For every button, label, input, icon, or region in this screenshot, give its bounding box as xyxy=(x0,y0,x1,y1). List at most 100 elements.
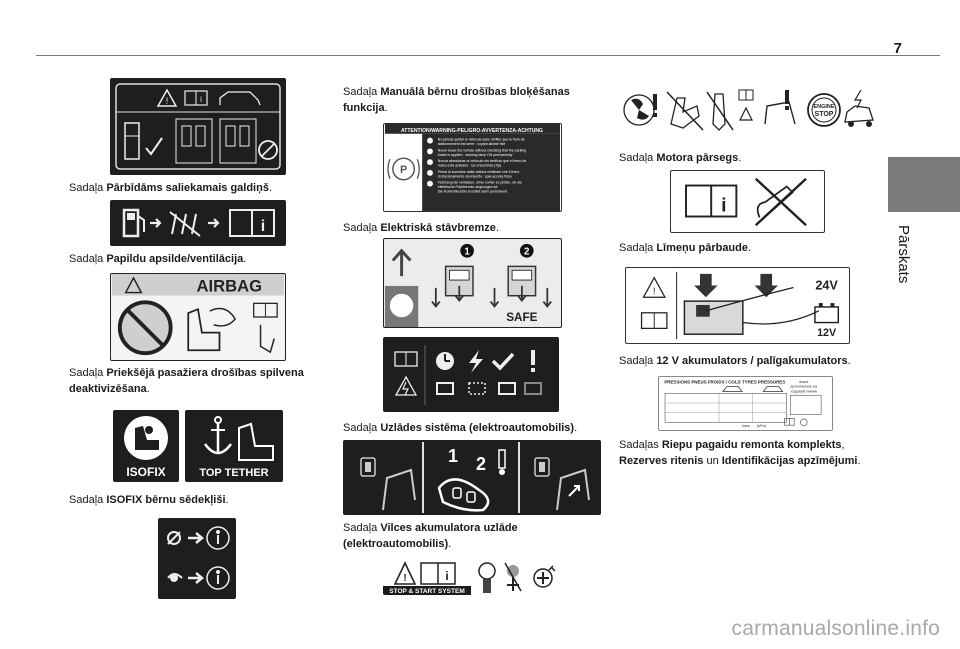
warning-triangle-icon xyxy=(393,561,417,585)
caption-traction-battery: Sadaļa Vilces akumulatora uzlāde (elektr… xyxy=(343,522,518,550)
warning-triangle-icon xyxy=(739,106,753,121)
v12-text: 12V xyxy=(817,327,837,339)
svg-text:di stazionamento sia inserito: di stazionamento sia inserito : spia acc… xyxy=(438,174,512,178)
stop-start-label: ! i STOP & START SYSTEM xyxy=(383,557,558,595)
svg-text:mano está activado : luz encen: mano está activado : luz encendida y fij… xyxy=(438,164,501,168)
unlock-icon xyxy=(360,457,376,477)
brake-switch-icon xyxy=(444,265,474,303)
signal-icon xyxy=(498,449,506,475)
child-lock-label xyxy=(158,518,236,599)
child-free-icon xyxy=(206,566,230,590)
charging-system-label xyxy=(383,337,559,412)
svg-text:ходовуй линия: ходовуй линия xyxy=(791,389,817,393)
prohibited-tie-icon xyxy=(706,91,734,131)
seat-airbag-icon xyxy=(187,307,221,352)
svg-text:avant: avant xyxy=(799,380,809,384)
svg-text:brake is applied : warning lam: brake is applied : warning lamp ON perma… xyxy=(438,153,513,157)
unlock-icon xyxy=(534,457,550,477)
svg-text:Never leave the vehicle withou: Never leave the vehicle without checking… xyxy=(438,148,526,152)
manual-book-icon: i xyxy=(685,184,738,218)
unlock-switch-icon xyxy=(167,573,183,582)
top-tether-label: TOP TETHER xyxy=(185,410,283,482)
v24-text: 24V xyxy=(815,278,838,292)
svg-text:!: ! xyxy=(403,573,406,584)
svg-text:ENGINE: ENGINE xyxy=(813,104,834,110)
prohibited-icon xyxy=(258,140,278,160)
lightning-icon xyxy=(469,350,483,373)
traction-battery-label: 1 2 xyxy=(343,440,601,515)
tyre-pressure-label: PRESSIONS PNEUS FROIDS / COLD TYRES PRES… xyxy=(658,376,833,431)
svg-text:Nunca abandonar el vehículo si: Nunca abandonar el vehículo sin verifica… xyxy=(438,159,527,163)
folding-table-label: ! i xyxy=(110,78,286,175)
manual-book-icon xyxy=(253,302,278,318)
tyre-icon xyxy=(800,418,808,426)
seat-icon xyxy=(124,122,140,160)
svg-text:i: i xyxy=(721,195,726,217)
parking-brake-icon: P xyxy=(387,157,420,181)
caption-isofix: Sadaļa ISOFIX bērnu sēdekļiši. xyxy=(69,494,229,506)
svg-text:stationnement est serré : voya: stationnement est serré : voyant allumé … xyxy=(438,142,506,146)
caption-airbag: Sadaļa Priekšējā pasažiera drošības spil… xyxy=(69,367,304,395)
fuel-pump-icon xyxy=(122,208,145,238)
svg-text:Prima di scendere dalla vettur: Prima di scendere dalla vettura verifica… xyxy=(438,170,520,174)
manual-book-icon xyxy=(394,351,418,367)
attention-header: ATTENTION/WARNING-PELIGRO-AVVERTENZA-ACH… xyxy=(401,128,543,134)
isofix-label: ISOFIX xyxy=(113,410,179,482)
manual-book-icon xyxy=(784,418,795,426)
section-tab-label: Pārskats xyxy=(895,225,912,284)
svg-text:i: i xyxy=(261,218,265,235)
airbag-text: AIRBAG xyxy=(197,277,263,296)
check-icon xyxy=(491,352,515,371)
svg-text:No jamais quitter le véhicule: No jamais quitter le véhicule sans vérif… xyxy=(438,138,525,142)
page-number: 7 xyxy=(893,40,902,57)
child-seat-icon xyxy=(135,426,159,450)
manual-book-icon: i xyxy=(229,209,275,237)
key-fob-icon xyxy=(437,478,490,512)
check-icon xyxy=(145,137,163,156)
brake-switch-icon xyxy=(507,265,537,303)
arrow-up-icon xyxy=(391,248,412,277)
svg-text:дополнение на: дополнение на xyxy=(790,385,818,389)
fan-warning-icon xyxy=(623,94,657,126)
svg-text:!: ! xyxy=(166,96,169,106)
tyre-header: PRESSIONS PNEUS FROIDS / COLD TYRES PRES… xyxy=(664,380,785,385)
timer-icon xyxy=(436,352,454,370)
step-1: 1 xyxy=(448,446,458,466)
manual-book-icon xyxy=(738,89,754,101)
high-voltage-warning-icon xyxy=(394,375,418,396)
child-locked-icon xyxy=(206,526,230,550)
warning-triangle-icon xyxy=(642,276,667,298)
airbag-label: AIRBAG xyxy=(110,273,286,361)
caption-folding-table: Sadaļa Pārbīdāms saliekamais galdiņš. xyxy=(69,182,273,194)
battery-icon xyxy=(814,303,840,324)
exclamation-icon xyxy=(531,350,535,372)
charging-flap-icon xyxy=(556,468,590,511)
top-rule xyxy=(36,55,940,56)
svg-text:elektrische Parkbremse angezog: elektrische Parkbremse angezogen ist: xyxy=(438,185,498,189)
car-icon xyxy=(219,91,261,106)
caption-level-check: Sadaļa Līmeņu pārbaude. xyxy=(619,242,752,254)
svg-text:i: i xyxy=(445,569,448,583)
section-tab[interactable] xyxy=(888,157,960,212)
heating-icon xyxy=(169,211,201,237)
svg-text:Fahrzeug nie verlassen, ohne v: Fahrzeug nie verlassen, ohne vorher zu p… xyxy=(438,181,522,185)
hand-icon xyxy=(389,293,414,318)
caption-tyre-repair: Sadaļas Riepu pagaidu remonta komplekts,… xyxy=(619,439,861,467)
svg-text:P: P xyxy=(400,164,407,176)
car-silhouette-icon xyxy=(722,386,784,392)
child-seat-icon xyxy=(238,422,274,461)
isofix-text: ISOFIX xyxy=(126,465,165,479)
step-2: 2 xyxy=(524,247,530,258)
manual-book-icon: i xyxy=(420,562,456,585)
prohibited-fluid-icon xyxy=(754,177,807,227)
battery-label: ! 24V 12V xyxy=(625,267,850,344)
brake-safe-label: 1 2 SAFE xyxy=(383,238,562,328)
electric-car-icon xyxy=(844,89,874,127)
clamp-icon xyxy=(504,562,522,592)
caption-battery: Sadaļa 12 V akumulators / palīgakumulato… xyxy=(619,355,851,367)
svg-text:!: ! xyxy=(653,286,656,297)
tyre-kpa: (kPa) xyxy=(757,424,767,428)
heating-label: i xyxy=(110,200,286,246)
engine-icon xyxy=(533,565,556,588)
